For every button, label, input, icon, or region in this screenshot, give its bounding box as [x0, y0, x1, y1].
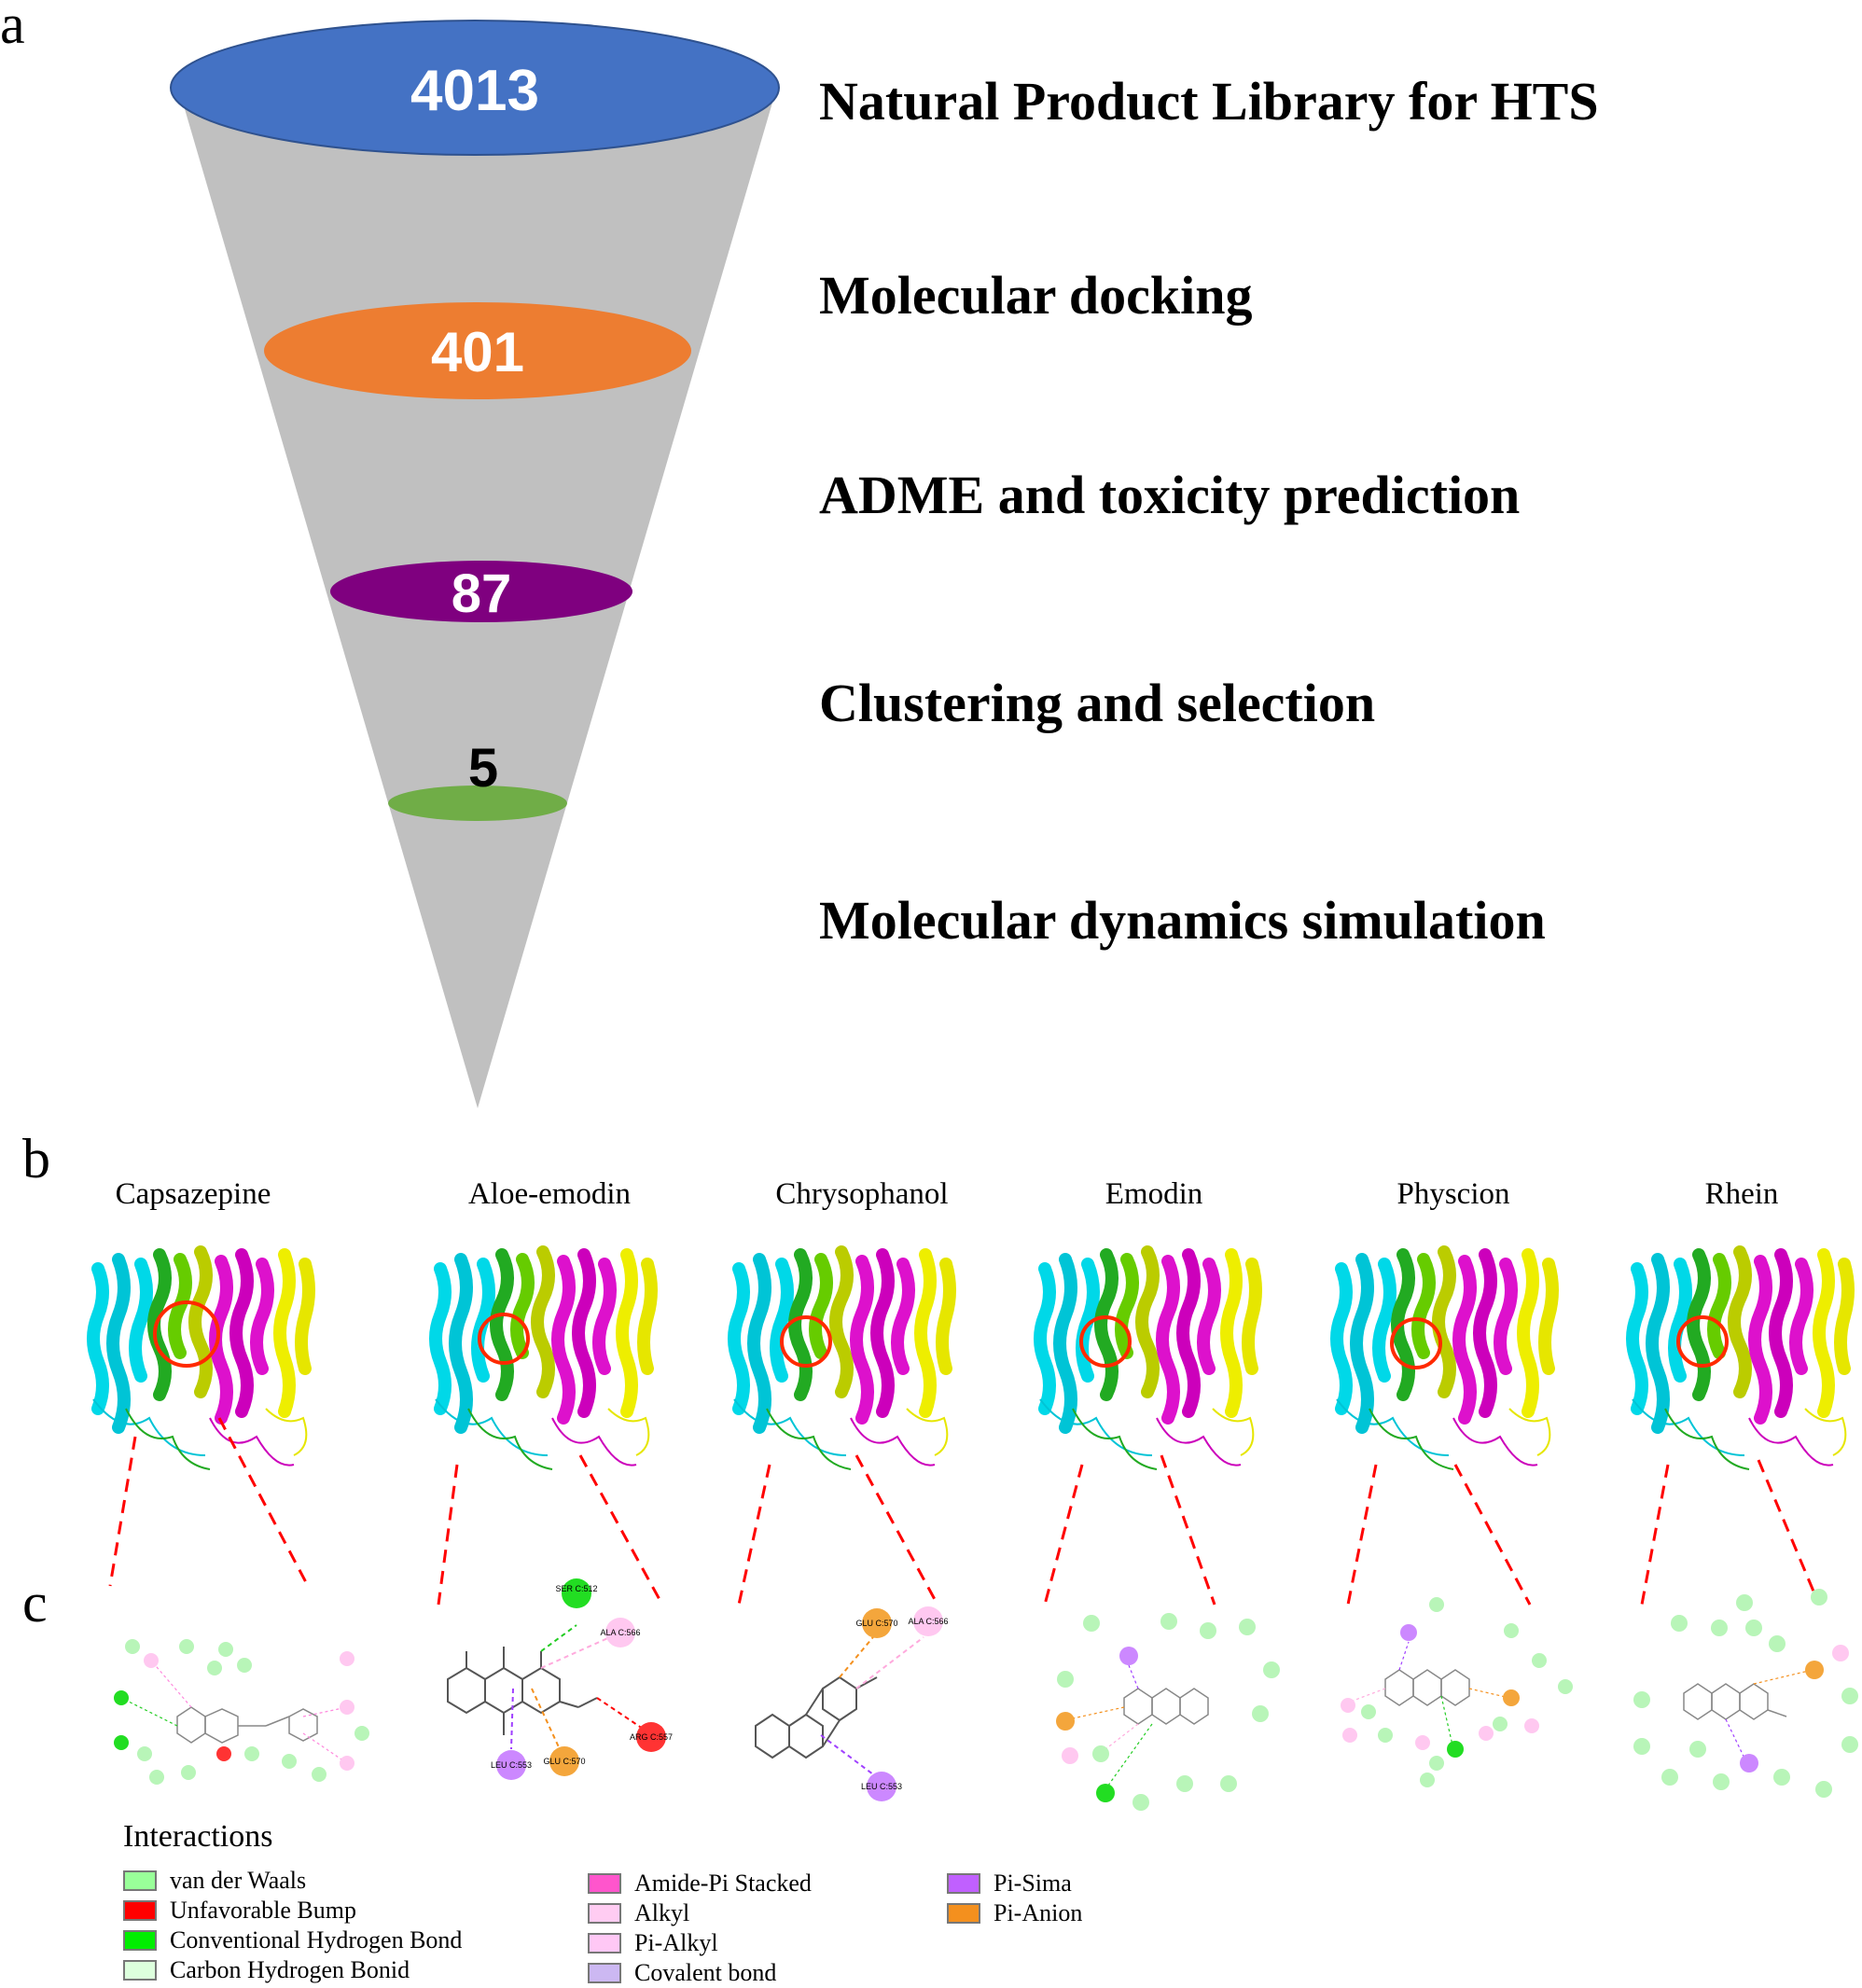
residue-label: ALA C:566: [908, 1617, 948, 1626]
interaction-diagram-capsazepine: [114, 1639, 369, 1785]
legend-swatch: [588, 1903, 621, 1924]
funnel-stage-401: 401: [264, 302, 691, 399]
protein-structure-physcion: [1330, 1245, 1559, 1470]
legend-item: Conventional Hydrogen Bond: [123, 1925, 462, 1955]
compound-name-chrysophanol: Chrysophanol: [775, 1177, 949, 1211]
legend-item: Amide-Pi Stacked: [588, 1869, 812, 1898]
residue-label: LEU C:553: [491, 1760, 532, 1770]
step-docking: Molecular docking: [819, 265, 1253, 326]
step-clustering: Clustering and selection: [819, 673, 1376, 733]
compound-name-physcion: Physcion: [1396, 1177, 1510, 1211]
legend-item: Alkyl: [588, 1898, 812, 1928]
interaction-diagram-rhein: [1633, 1589, 1858, 1798]
legend-item: Carbon Hydrogen Bonid: [123, 1955, 462, 1985]
panel-label-b: b: [22, 1128, 50, 1189]
legend-label: Amide-Pi Stacked: [634, 1870, 812, 1897]
interaction-diagram-chrysophanol: GLU C:570 ALA C:566 LEU C:553: [755, 1606, 949, 1801]
legend-label: Pi-Alkyl: [634, 1929, 718, 1956]
legend-column-2: Amide-Pi Stacked Alkyl Pi-Alkyl Covalent…: [588, 1869, 812, 1988]
interaction-diagram-physcion: [1341, 1597, 1573, 1787]
funnel-value-87: 87: [452, 563, 512, 624]
legend-item: van der Waals: [123, 1866, 462, 1896]
compound-name-capsazepine: Capsazepine: [115, 1177, 271, 1211]
legend-column-3: Pi-Sima Pi-Anion: [947, 1869, 1082, 1928]
protein-structure-capsazepine: [87, 1245, 315, 1470]
residue-label: GLU C:570: [543, 1757, 585, 1766]
legend-swatch: [123, 1960, 157, 1981]
legend-swatch: [123, 1900, 157, 1921]
legend-swatch: [588, 1873, 621, 1894]
protein-structure-chrysophanol: [728, 1245, 956, 1470]
compound-name-aloe-emodin: Aloe-emodin: [467, 1177, 632, 1211]
funnel-value-5: 5: [468, 738, 498, 799]
legend-swatch: [123, 1870, 157, 1891]
interaction-diagram-emodin: [1056, 1613, 1280, 1811]
legend-item: Unfavorable Bump: [123, 1896, 462, 1925]
legend-swatch: [947, 1873, 980, 1894]
residue-label: ALA C:566: [600, 1628, 640, 1637]
residue-label: SER C:512: [555, 1584, 597, 1593]
legend-item: Covalent bond: [588, 1958, 812, 1988]
screening-funnel: 4013 401 87 5: [170, 20, 780, 1108]
legend-title: Interactions: [123, 1819, 273, 1854]
interaction-diagram-aloe-emodin: SER C:512 ALA C:566 ARG C:557 GLU C:570 …: [447, 1578, 673, 1780]
protein-structure-rhein: [1626, 1245, 1855, 1470]
legend-swatch: [947, 1903, 980, 1924]
panel-label-c: c: [22, 1572, 48, 1633]
legend-label: Conventional Hydrogen Bond: [170, 1926, 463, 1953]
residue-label: LEU C:553: [861, 1782, 902, 1791]
funnel-stage-4013: 4013: [170, 20, 780, 156]
legend-swatch: [588, 1963, 621, 1983]
legend-label: Alkyl: [634, 1899, 690, 1926]
legend-item: Pi-Sima: [947, 1869, 1082, 1898]
step-library: Natural Product Library for HTS: [819, 71, 1599, 132]
residue-label: GLU C:570: [855, 1619, 897, 1628]
legend-item: Pi-Alkyl: [588, 1928, 812, 1958]
funnel-stage-87: 87: [330, 561, 632, 624]
legend-label: Carbon Hydrogen Bonid: [170, 1956, 410, 1983]
funnel-stage-5: 5: [388, 738, 567, 821]
step-adme: ADME and toxicity prediction: [819, 465, 1521, 525]
legend-label: Unfavorable Bump: [170, 1897, 357, 1924]
panel-label-a: a: [0, 0, 25, 55]
funnel-value-401: 401: [431, 321, 524, 383]
legend-label: Covalent bond: [634, 1959, 777, 1986]
legend-label: Pi-Anion: [994, 1899, 1083, 1926]
legend-column-1: van der Waals Unfavorable Bump Conventio…: [123, 1866, 462, 1985]
compound-name-rhein: Rhein: [1704, 1177, 1779, 1211]
legend-item: Pi-Anion: [947, 1898, 1082, 1928]
legend-swatch: [588, 1933, 621, 1953]
compound-name-emodin: Emodin: [1105, 1177, 1203, 1211]
protein-structure-aloe-emodin: [429, 1245, 658, 1470]
protein-structure-emodin: [1034, 1245, 1262, 1470]
step-md-simulation: Molecular dynamics simulation: [819, 890, 1546, 951]
legend-label: Pi-Sima: [994, 1870, 1072, 1897]
legend-swatch: [123, 1930, 157, 1951]
legend-label: van der Waals: [170, 1867, 307, 1894]
residue-label: ARG C:557: [630, 1732, 673, 1742]
funnel-value-4013: 4013: [410, 59, 539, 123]
